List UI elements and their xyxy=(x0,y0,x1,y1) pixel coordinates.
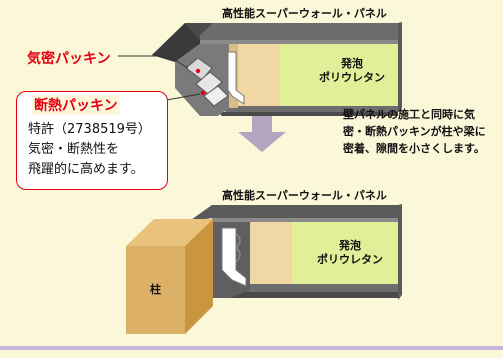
airtight-leader-line xyxy=(118,55,189,69)
description-line2: 密・断熱パッキンが柱や梁に xyxy=(343,125,486,138)
top-foam-line1: 発泡 xyxy=(341,57,363,70)
description-text: 壁パネルの施工と同時に気 密・断熱パッキンが柱や梁に 密着、隙間を小さくします。 xyxy=(343,106,486,157)
top-wall-panel xyxy=(152,22,402,116)
insulation-marker xyxy=(200,90,206,96)
top-panel-title: 高性能スーパーウォール・パネル xyxy=(222,7,387,20)
airtight-packing-label: 気密パッキン xyxy=(27,51,111,67)
bottom-foam-line2: ポリウレタン xyxy=(317,253,383,266)
top-foam-line2: ポリウレタン xyxy=(319,71,385,84)
note-line1: 特許（2738519号） xyxy=(28,122,151,137)
pillar xyxy=(126,219,213,334)
bottom-foam-line1: 発泡 xyxy=(339,239,361,252)
description-line3: 密着、隙間を小さくします。 xyxy=(343,142,485,155)
bottom-foam-label: 発泡 ポリウレタン xyxy=(310,239,390,267)
description-line1: 壁パネルの施工と同時に気 xyxy=(343,108,475,121)
insulation-packing-label: 断熱パッキン xyxy=(32,95,120,115)
bottom-rule xyxy=(0,346,503,350)
note-line3: 飛躍的に高めます。 xyxy=(28,162,144,177)
top-foam-label: 発泡 ポリウレタン xyxy=(312,57,392,85)
bottom-panel-title: 高性能スーパーウォール・パネル xyxy=(222,189,387,202)
airtight-marker xyxy=(195,68,201,74)
bottom-wall-panel xyxy=(188,204,402,300)
down-arrow xyxy=(238,116,286,152)
note-text: 特許（2738519号） 気密・断熱性を 飛躍的に高めます。 xyxy=(28,120,151,180)
pillar-label: 柱 xyxy=(150,283,161,296)
note-line2: 気密・断熱性を xyxy=(28,142,120,157)
